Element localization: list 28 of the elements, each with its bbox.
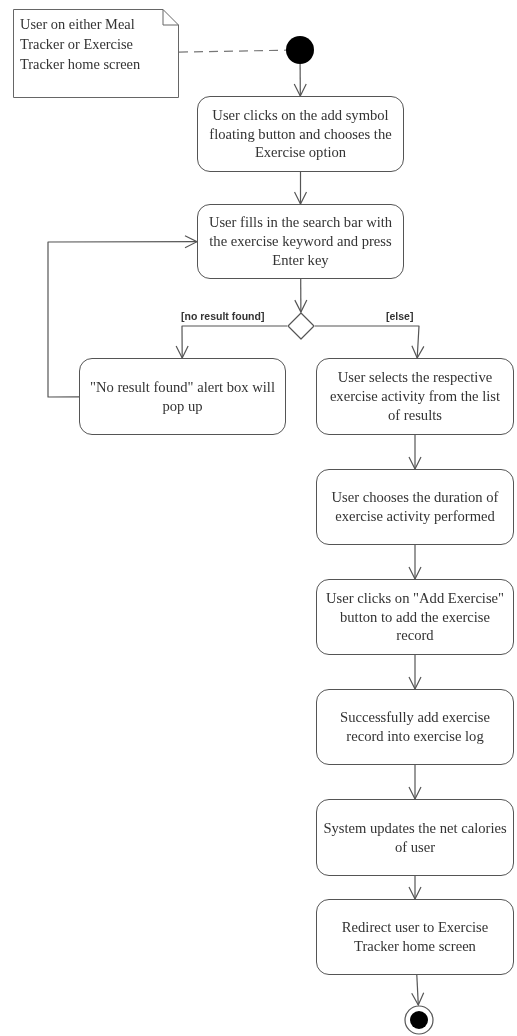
arrow [293, 63, 307, 97]
guard-label: [no result found] [180, 310, 266, 322]
arrow [408, 434, 422, 470]
arrow [408, 875, 422, 900]
final-node [404, 1005, 434, 1035]
arrow [408, 544, 422, 580]
guard-label: [else] [385, 310, 415, 322]
action-box: Successfully add exercise record into exercise log [316, 689, 514, 765]
arrow [293, 171, 308, 205]
arrow [175, 325, 288, 359]
action-box: User fills in the search bar with the exercise keyword and press Enter key [197, 204, 404, 279]
arrow [411, 974, 425, 1006]
note: User on either Meal Tracker or Exercise Tracker home screen [13, 9, 179, 98]
arrow [314, 325, 425, 359]
action-box: User clicks on the add symbol floating button and chooses the Exercise option [197, 96, 404, 172]
action-box: User selects the respective exercise activity from the list of results [316, 358, 514, 435]
arrow [408, 764, 422, 800]
action-box: User clicks on "Add Exercise" button to add the exercise record [316, 579, 514, 655]
action-box: System updates the net calories of user [316, 799, 514, 876]
decision-diamond [287, 312, 315, 340]
dashed-line [178, 49, 287, 53]
action-box: Redirect user to Exercise Tracker home screen [316, 899, 514, 975]
action-box: "No result found" alert box will pop up [79, 358, 286, 435]
arrow [408, 654, 422, 690]
arrow [294, 278, 308, 313]
action-box: User chooses the duration of exercise activity performed [316, 469, 514, 545]
arrow [47, 235, 198, 398]
initial-node [286, 36, 314, 64]
